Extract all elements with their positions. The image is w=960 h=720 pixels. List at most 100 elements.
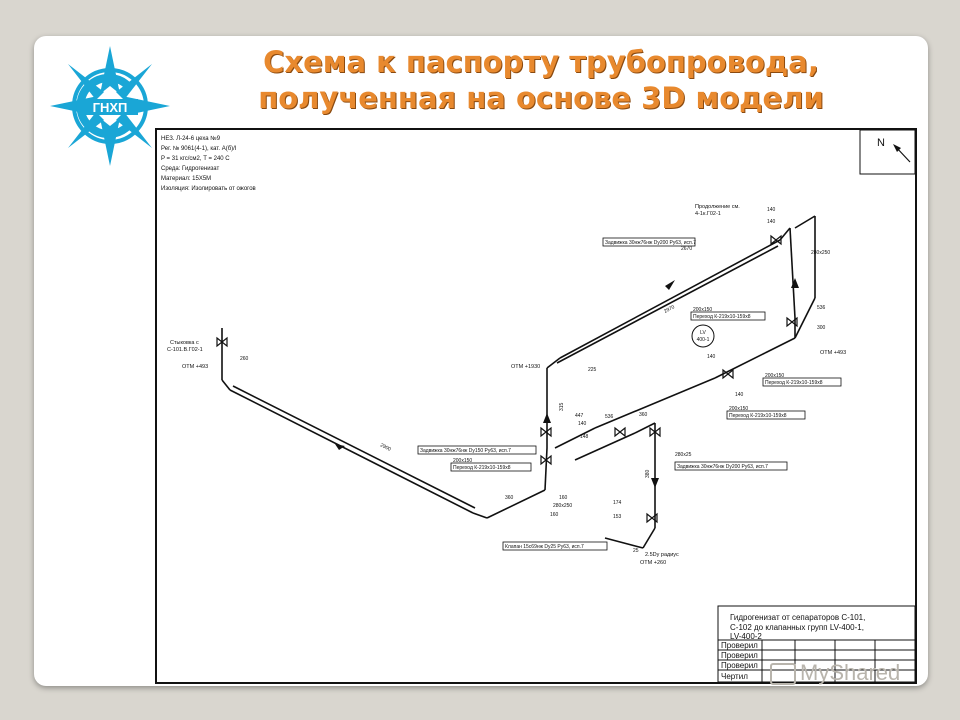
- dimension: 260: [240, 356, 249, 362]
- valve-icon: [786, 316, 798, 328]
- callout-perehod-1: 200х150 Переход К-219х10-159х8: [690, 307, 766, 321]
- spec-line: Изоляция: Изолировать от ожогов: [161, 186, 256, 192]
- flow-arrows: [335, 278, 799, 488]
- otm-label: ОТМ +493: [820, 350, 846, 356]
- dimension: 360: [505, 495, 514, 501]
- dimension: 225: [588, 367, 597, 373]
- dimension: 148: [580, 434, 589, 440]
- callout-valve-2: Задвижка 30нж76нж Dy150 Ру63, исп.7: [417, 445, 537, 455]
- north-label: N: [877, 137, 885, 149]
- slide-title: Схема к паспорту трубопровода, полученна…: [176, 44, 906, 116]
- title-block-desc: LV-400-2: [730, 632, 762, 641]
- title-block-desc: Гидрогенизат от сепараторов С-101,: [730, 613, 865, 622]
- dimension: 174: [613, 500, 622, 506]
- callout-text: Задвижка 30нж76нж Dy200 Ру63, исп.7: [605, 240, 696, 246]
- from-label-2: С-101.В.Г02-1: [167, 347, 203, 353]
- callout-klapan: Клапан 15с69нж Dy25 Ру63, исп.7: [502, 541, 608, 551]
- callouts: Задвижка 30нж76нж Dy200 Ру63, исп.7 200х…: [417, 237, 842, 551]
- callout-text: Переход К-219х10-159х8: [729, 413, 787, 419]
- drawing-labels: Стыковка с С-101.В.Г02-1 ОТМ +493 ОТМ +1…: [167, 204, 846, 566]
- dimension-labels: 260 2970 2900 360 225 315 447 140 148 16…: [240, 207, 830, 554]
- dimension: 25: [633, 548, 639, 554]
- dimension: 2900: [379, 442, 392, 452]
- title-block-row: Проверил: [721, 651, 758, 660]
- dimension: 280х25: [675, 452, 692, 458]
- dimension: 380: [645, 469, 651, 478]
- title-block-row: Чертил: [721, 672, 748, 681]
- valve-icon: [722, 368, 734, 380]
- callout-size: 200х150: [765, 373, 784, 379]
- valve-icon: [540, 454, 552, 466]
- valve-icon: [646, 512, 658, 524]
- dimension: 280х250: [811, 250, 830, 256]
- otm-label: ОТМ +260: [640, 560, 666, 566]
- lv-label-2: 400-1: [697, 337, 710, 343]
- dimension: 360: [639, 412, 648, 418]
- dimension: 447: [575, 413, 584, 419]
- north-arrow-icon: [893, 144, 901, 152]
- callout-text: Переход К-219х10-159х8: [765, 380, 823, 386]
- dimension: 140: [707, 354, 716, 360]
- title-block: [717, 605, 916, 683]
- watermark-text: MyShared: [800, 660, 901, 685]
- dimension: 536: [817, 305, 826, 311]
- spec-line: Материал: 15Х5М: [161, 176, 211, 182]
- dimension: 280х250: [553, 503, 572, 509]
- title-block-row: Проверил: [721, 641, 758, 650]
- flow-arrow-icon: [543, 413, 551, 423]
- callout-text: Клапан 15с69нж Dy25 Ру63, исп.7: [505, 544, 584, 550]
- lv-label: LV: [700, 330, 706, 336]
- callout-text: Переход К-219х10-159х8: [693, 314, 751, 320]
- dimension: 160: [550, 512, 559, 518]
- flow-arrow-icon: [665, 280, 675, 290]
- dimension: 140: [767, 207, 776, 213]
- callout-size: 200х150: [729, 406, 748, 412]
- callout-valve-3: Задвижка 30нж76нж Dy200 Ру63, исп.7: [674, 461, 788, 471]
- callout-text: Задвижка 30нж76нж Dy200 Ру63, исп.7: [677, 464, 768, 470]
- dimension: 2970: [663, 304, 676, 315]
- callout-perehod-3: 200х150 Переход К-219х10-159х8: [762, 373, 842, 387]
- title-block-text: Гидрогенизат от сепараторов С-101, С-102…: [721, 613, 865, 681]
- otm-label: ОТМ +493: [182, 364, 208, 370]
- spec-line: Рег. № 9061(4-1), кат. А(б)/I: [161, 145, 237, 152]
- dimension: 140: [767, 219, 776, 225]
- cart-icon: [770, 663, 796, 686]
- title-block-desc: С-102 до клапанных групп LV-400-1,: [730, 623, 864, 632]
- title-line-2: полученная на основе 3D модели: [258, 81, 824, 115]
- callout-text: Задвижка 30нж76нж Dy150 Ру63, исп.7: [420, 448, 511, 454]
- watermark: MyShared: [770, 660, 900, 686]
- flow-arrow-icon: [335, 444, 345, 450]
- dimension: 140: [735, 392, 744, 398]
- drawing-svg: НЕЗ. Л-24-6 цеха №9 Рег. № 9061(4-1), ка…: [155, 128, 917, 684]
- dimension: 2670: [681, 246, 692, 252]
- spec-block: НЕЗ. Л-24-6 цеха №9 Рег. № 9061(4-1), ка…: [161, 135, 256, 192]
- drawing-frame: [155, 128, 917, 684]
- pipeline-drawing: НЕЗ. Л-24-6 цеха №9 Рег. № 9061(4-1), ка…: [155, 128, 917, 684]
- dimension: 300: [817, 325, 826, 331]
- callout-perehod-4: 200х150 Переход К-219х10-159х8: [726, 406, 806, 420]
- spec-line: Среда: Гидрогенизат: [161, 166, 220, 172]
- valve-icon: [216, 336, 228, 348]
- valve-icon: [649, 426, 661, 438]
- callout-text: Переход К-219х10-159х8: [453, 465, 511, 471]
- spec-line: P = 31 кгс/см2, T = 240 C: [161, 156, 230, 162]
- logo-text: ГНХП: [93, 100, 128, 115]
- title-line-1: Схема к паспорту трубопровода,: [263, 45, 819, 79]
- flow-arrow-icon: [651, 478, 659, 488]
- valve-icon: [540, 426, 552, 438]
- from-label: Стыковка с: [170, 340, 199, 346]
- dimension: 160: [559, 495, 568, 501]
- lv-instrument: LV 400-1: [691, 324, 715, 348]
- otm-label: ОТМ +1930: [511, 364, 540, 370]
- title-block-row: Проверил: [721, 661, 758, 670]
- callout-valve-1: Задвижка 30нж76нж Dy200 Ру63, исп.7: [602, 237, 696, 247]
- continuation-label: Продолжение см.: [695, 204, 740, 210]
- dimension: 140: [578, 421, 587, 427]
- valve-symbols: [216, 234, 798, 524]
- north-indicator: N: [859, 129, 916, 175]
- dimension: 315: [559, 402, 565, 411]
- callout-size: 200х150: [693, 307, 712, 313]
- valve-icon: [614, 426, 626, 438]
- valve-icon: [770, 234, 782, 246]
- callout-perehod-2: 200х150 Переход К-219х10-159х8: [450, 458, 532, 472]
